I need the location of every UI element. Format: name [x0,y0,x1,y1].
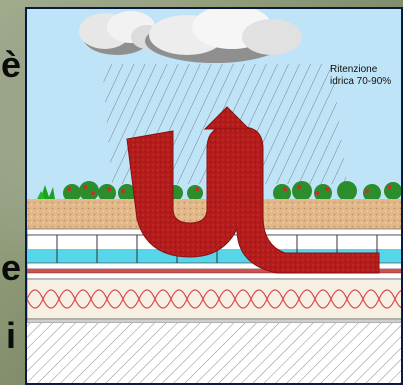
vapor-barrier [27,319,403,323]
retention-label-line-2: idrica 70-90% [330,76,391,88]
concrete-hatch [27,323,403,385]
protection-layer [27,273,403,279]
side-letter-1: è [1,47,21,83]
insulation-layer [27,279,403,319]
side-letter-3: i [6,318,16,354]
retention-label-line-1: Ritenzione [330,64,391,76]
side-letter-2: e [1,250,21,286]
green-roof-diagram: Ritenzione idrica 70-90% [25,7,403,385]
retention-label: Ritenzione idrica 70-90% [330,64,391,88]
